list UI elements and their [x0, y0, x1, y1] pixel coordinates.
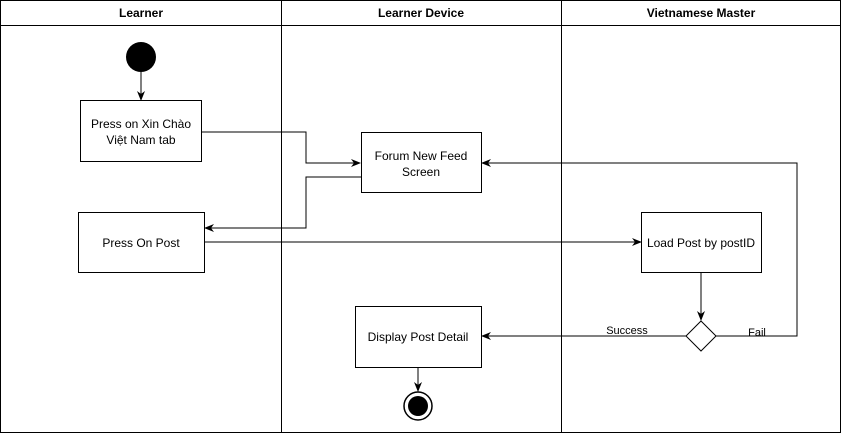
end-node	[408, 396, 428, 416]
action-press-tab	[80, 100, 202, 162]
action-forum-feed	[361, 132, 482, 193]
decision-node	[685, 320, 717, 352]
action-load-post-label: Load Post by postID	[647, 236, 755, 250]
action-display-post-label: Display Post Detail	[368, 330, 469, 344]
action-press-tab-label-1: Press on Xin Chào	[91, 117, 191, 131]
start-node	[126, 42, 156, 72]
action-press-tab-label-2: Việt Nam tab	[106, 133, 175, 147]
edge-forum-to-press-post	[204, 176, 361, 232]
edge-fail-label: Fail	[748, 327, 766, 339]
lane-title-vietnamese-master: Vietnamese Master	[647, 6, 756, 20]
action-forum-feed-label-2: Screen	[402, 165, 440, 179]
action-load-post	[641, 212, 762, 273]
edge-success-label: Success	[606, 325, 648, 337]
edge-decision-fail	[481, 159, 798, 337]
lane-title-learner-device: Learner Device	[378, 6, 464, 20]
lane-title-learner: Learner	[119, 6, 163, 20]
action-press-post-label: Press On Post	[102, 236, 180, 250]
edge-press-tab-to-forum	[201, 131, 361, 167]
action-display-post	[355, 306, 482, 368]
action-forum-feed-label-1: Forum New Feed	[375, 149, 468, 163]
